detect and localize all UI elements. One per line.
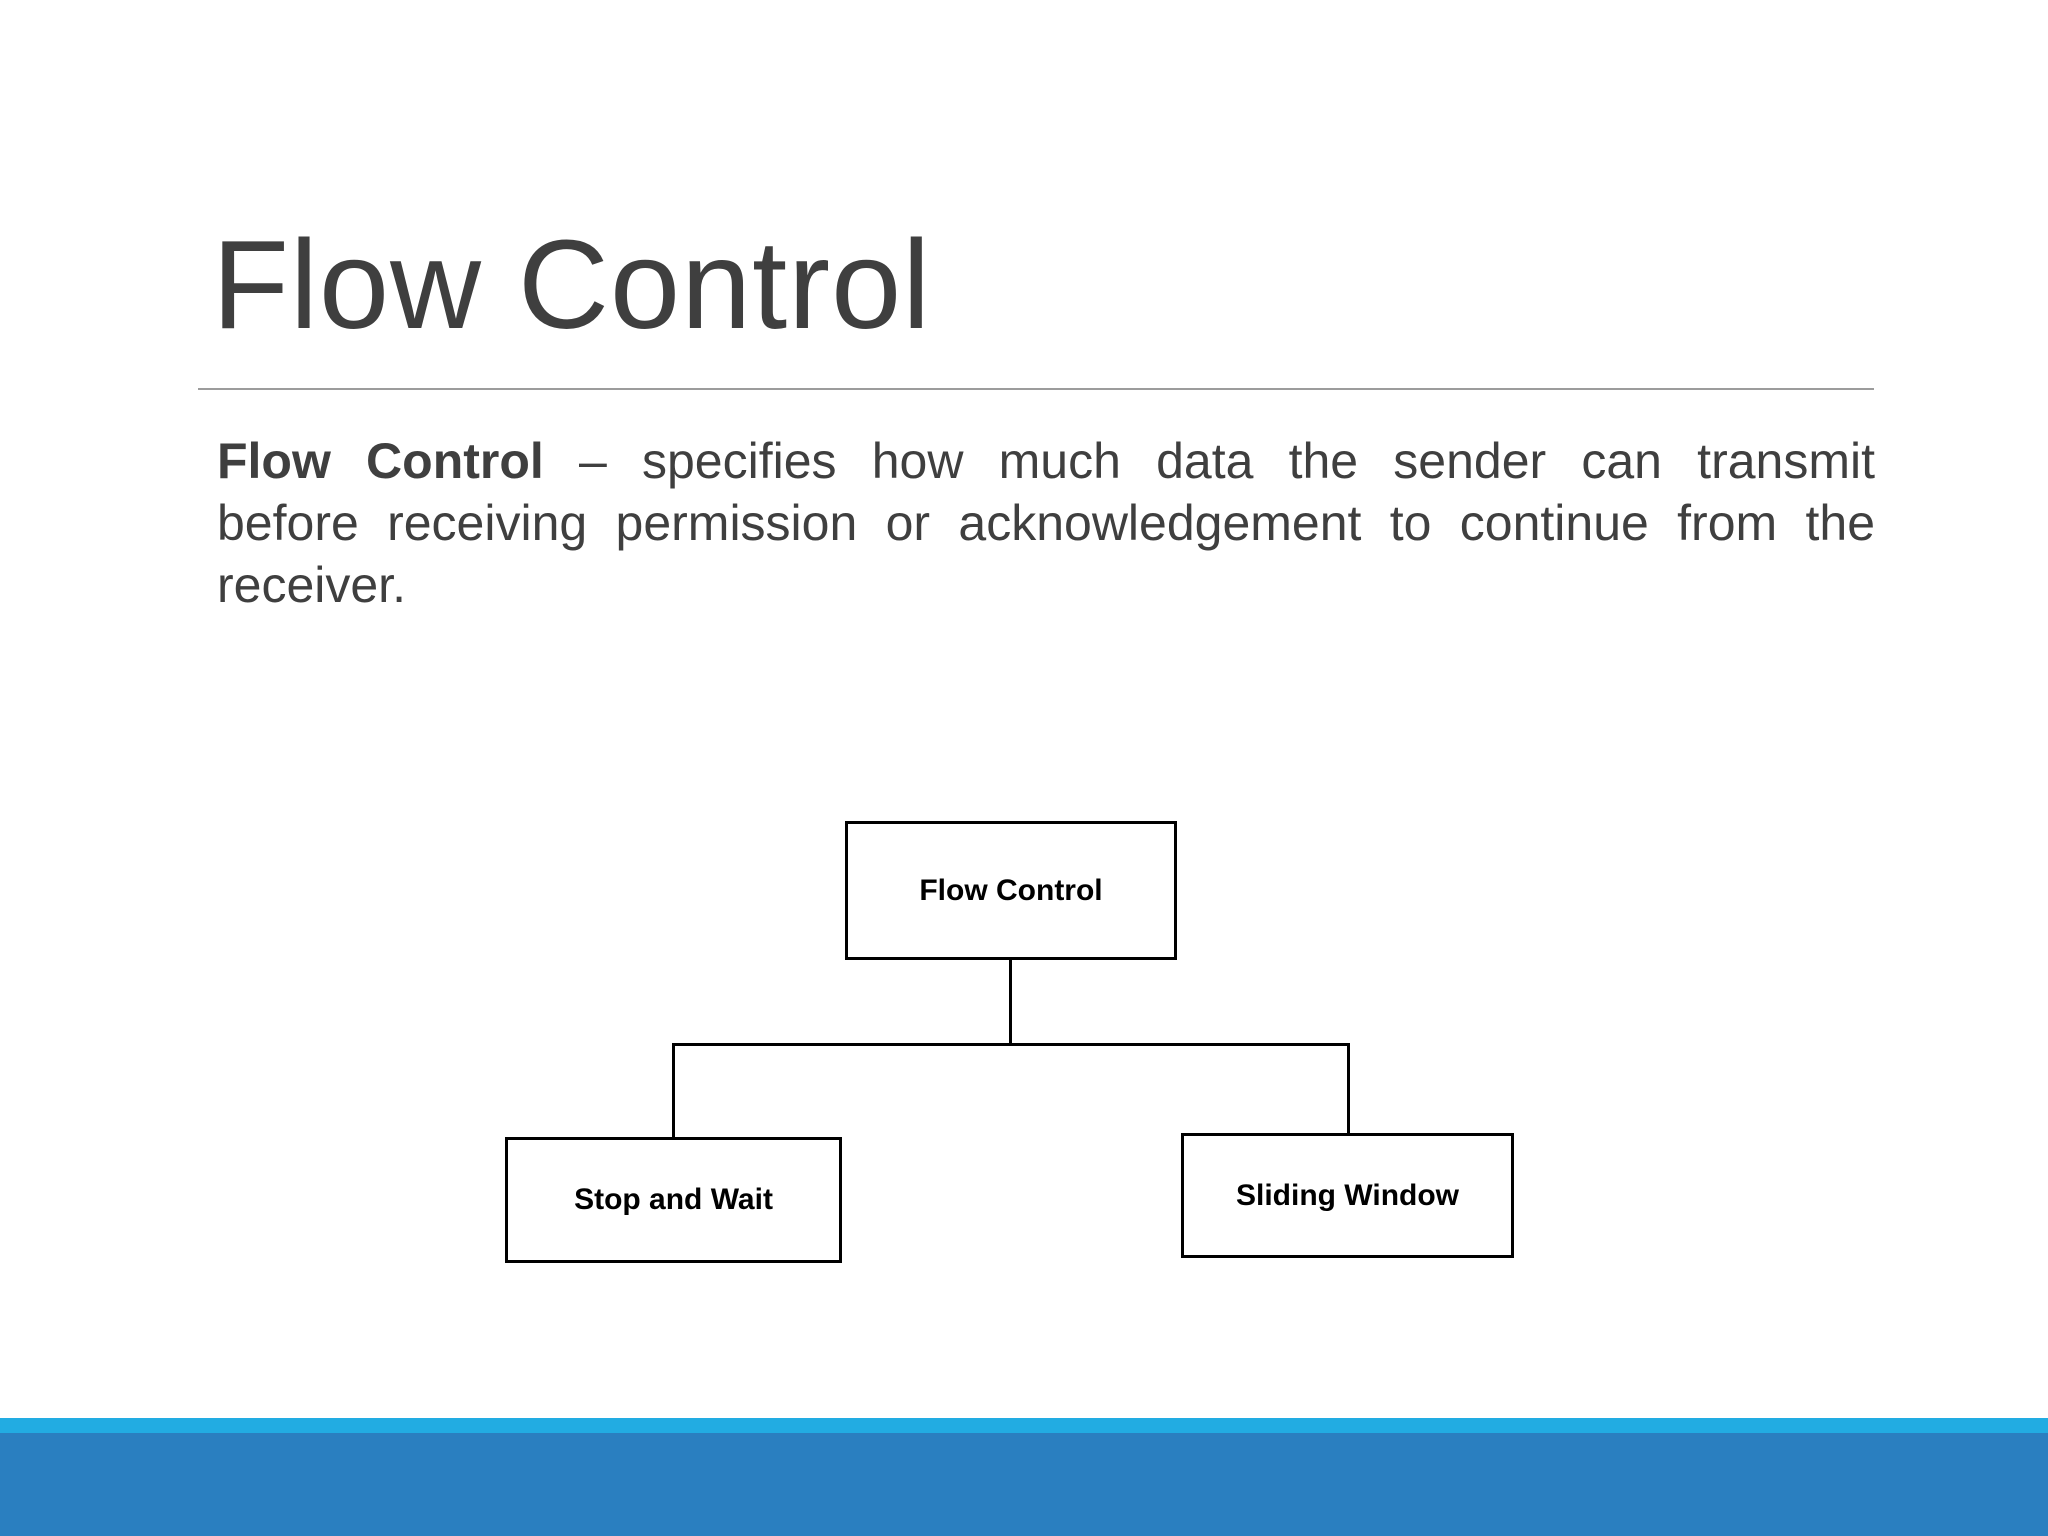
- diagram-box-sliding-window-label: Sliding Window: [1235, 1178, 1460, 1212]
- diagram-box-flow-control-label: Flow Control: [919, 873, 1103, 907]
- footer-accent-strip: [0, 1418, 2048, 1433]
- body-line-2: before receiving permission or acknowled…: [217, 495, 1875, 551]
- body-line-1: Flow Control – specifies how much data t…: [217, 430, 1875, 492]
- body-lead-bold: Flow Control: [217, 433, 544, 489]
- footer-bar: [0, 1433, 2048, 1536]
- connector-right-vertical: [1347, 1046, 1350, 1133]
- diagram-box-stop-and-wait: Stop and Wait: [505, 1137, 842, 1263]
- connector-horizontal: [672, 1043, 1350, 1046]
- connector-root-vertical: [1009, 960, 1012, 1044]
- diagram-box-flow-control: Flow Control: [845, 821, 1177, 960]
- body-paragraph: Flow Control – specifies how much data t…: [217, 430, 1875, 616]
- connector-left-vertical: [672, 1046, 675, 1137]
- page-title: Flow Control: [212, 214, 932, 355]
- diagram-box-sliding-window: Sliding Window: [1181, 1133, 1514, 1258]
- diagram-box-stop-and-wait-label: Stop and Wait: [574, 1183, 773, 1216]
- body-line-1-rest: – specifies how much data the sender can…: [543, 433, 1875, 489]
- title-divider-rule: [198, 388, 1874, 390]
- body-line-3: receiver.: [217, 557, 406, 613]
